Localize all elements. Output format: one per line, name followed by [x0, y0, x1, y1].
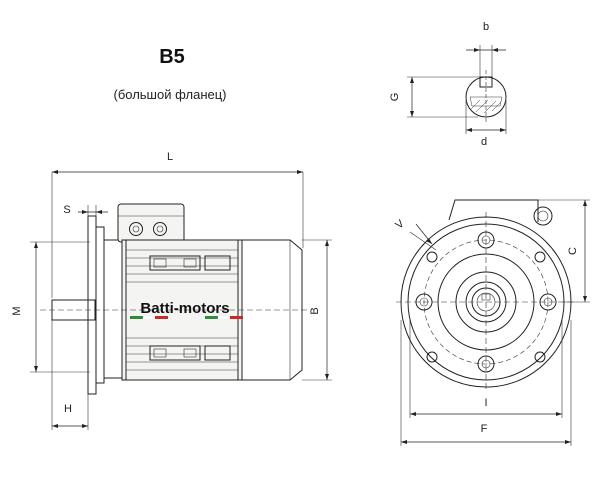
flange-inner: [95, 226, 105, 384]
cable-gland: [533, 206, 553, 226]
bolt-holes: [415, 231, 557, 373]
terminal-box: [117, 203, 185, 243]
dimension-F: F: [400, 320, 572, 446]
brand-label: Batti-motors: [140, 300, 229, 317]
dimension-L: L: [51, 151, 304, 298]
front-view: V C I F: [393, 199, 590, 446]
label-G: G: [389, 93, 401, 102]
italian-flag-stripe-left: [130, 315, 168, 320]
dimension-G: G: [389, 76, 480, 118]
label-F: F: [481, 423, 488, 435]
label-b: b: [483, 21, 489, 33]
dimension-b: b: [466, 21, 506, 77]
side-view: Batti-motors L S: [11, 151, 332, 430]
label-S: S: [63, 204, 70, 216]
dimension-M: M: [11, 241, 90, 373]
dimension-V: V: [393, 217, 437, 251]
label-M: M: [11, 306, 23, 315]
label-d: d: [481, 136, 487, 148]
title-b5: B5: [159, 46, 185, 68]
label-I: I: [484, 397, 487, 409]
label-B: B: [309, 307, 321, 314]
flange-neck: [104, 239, 123, 379]
dimension-B: B: [302, 239, 332, 381]
terminal-box-top: [448, 199, 539, 222]
dimension-I: I: [409, 320, 563, 418]
label-H: H: [64, 403, 72, 415]
label-L: L: [167, 151, 173, 163]
dimension-d: d: [465, 100, 507, 148]
label-C: C: [567, 247, 579, 255]
label-V: V: [393, 217, 407, 231]
shaft-section-view: b G d: [389, 21, 507, 148]
dimension-H: H: [51, 320, 89, 430]
dimension-S: S: [63, 204, 108, 216]
subtitle-flange: (большой фланец): [113, 87, 226, 102]
italian-flag-stripe-right: [205, 315, 243, 320]
fan-cover: [241, 239, 303, 381]
dimension-C: C: [538, 199, 590, 303]
